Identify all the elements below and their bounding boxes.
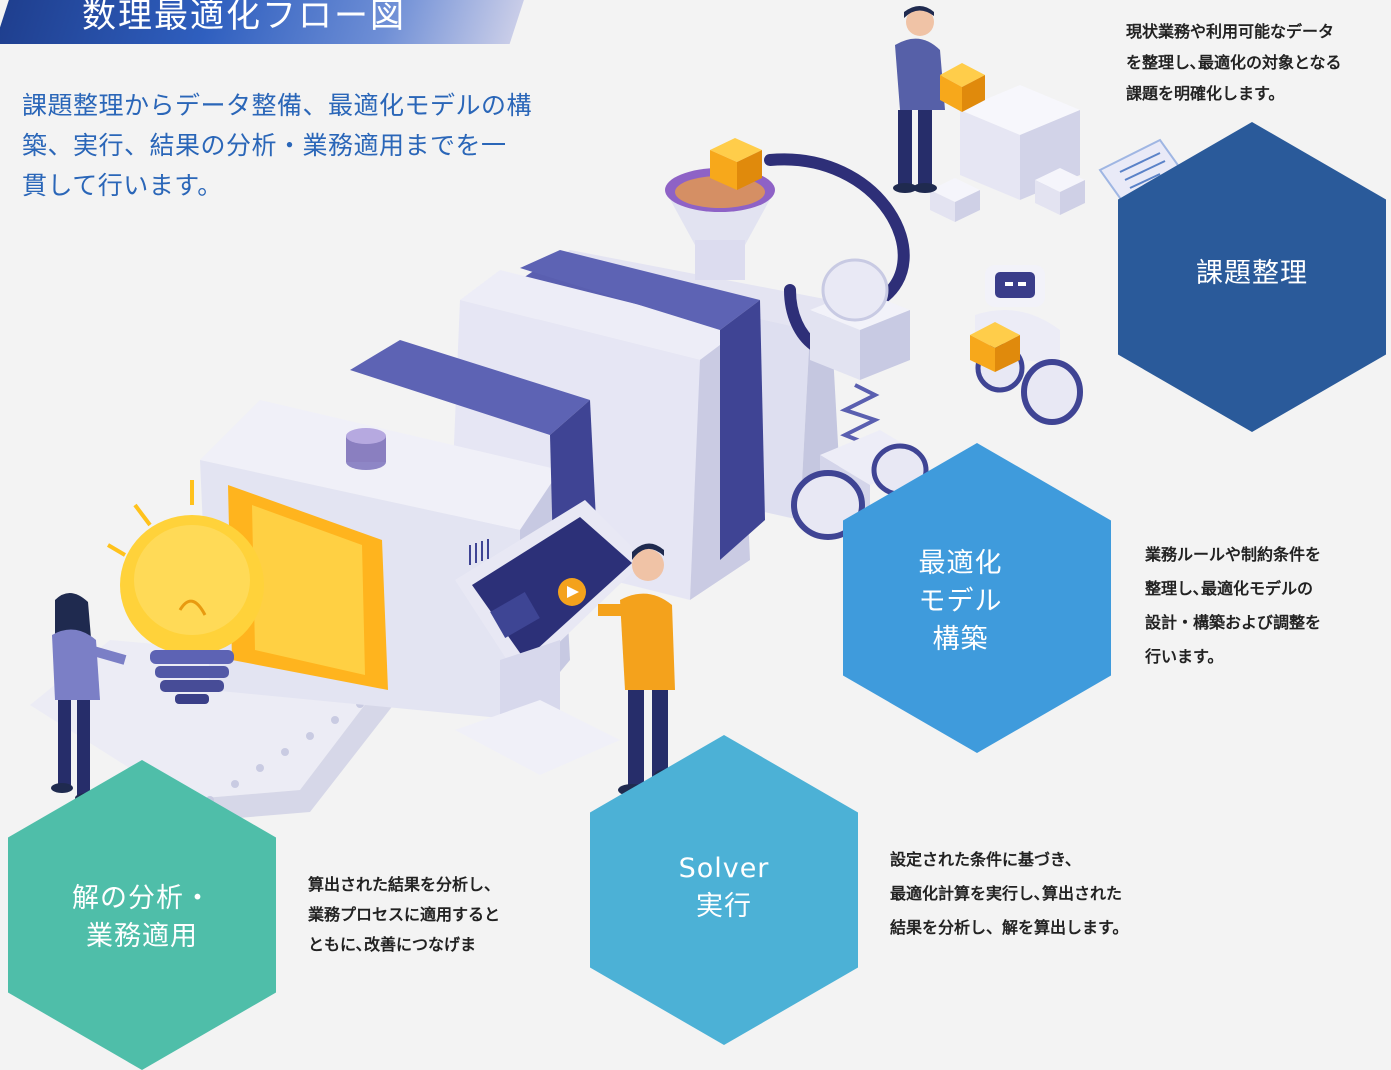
desc-line: 算出された結果を分析し、	[308, 875, 501, 894]
desc-line: 業務ルールや制約条件を	[1145, 545, 1322, 564]
step-desc-apply: 算出された結果を分析し、 業務プロセスに適用すると ともに､改善につなげま	[308, 870, 500, 960]
desc-line: 最適化計算を実行し､算出された	[890, 884, 1123, 903]
desc-line: 結果を分析し、解を算出します。	[890, 918, 1129, 937]
intro-text: 課題整理からデータ整備、最適化モデルの構 築、実行、結果の分析・業務適用までを一…	[22, 86, 552, 206]
cube-funnel	[710, 138, 762, 190]
robot-arm	[764, 153, 910, 306]
step-label-apply: 解の分析・ 業務適用	[8, 880, 276, 956]
box-stack	[930, 85, 1085, 222]
desc-line: 設定された条件に基づき、	[890, 850, 1081, 869]
step-desc-model: 業務ルールや制約条件を 整理し､最適化モデルの 設計・構築および調整を 行います…	[1145, 538, 1321, 674]
lightbulb-icon	[106, 480, 264, 704]
desc-line: 設計・構築および調整を	[1145, 613, 1322, 632]
desc-line: 行います。	[1145, 647, 1224, 666]
robot	[970, 265, 1083, 425]
spring-icon	[839, 383, 881, 447]
desc-line: 課題を明確化します。	[1126, 84, 1285, 103]
step-desc-solver: 設定された条件に基づき、 最適化計算を実行し､算出された 結果を分析し、解を算出…	[890, 843, 1128, 945]
gear-box	[810, 258, 910, 380]
step-label-line: 実行	[696, 891, 752, 922]
step-desc-issue: 現状業務や利用可能なデータ を整理し､最適化の対象となる 課題を明確化します。	[1126, 16, 1342, 109]
intro-line: 築、実行、結果の分析・業務適用までを一	[22, 131, 507, 160]
machine-segment-middle	[450, 250, 765, 600]
step-label-line: Solver	[678, 853, 770, 884]
desc-line: ともに､改善につなげま	[308, 935, 477, 954]
desc-line: 現状業務や利用可能なデータ	[1126, 22, 1335, 41]
person-planner	[893, 6, 985, 193]
desc-line: 整理し､最適化モデルの	[1145, 579, 1314, 598]
desc-line: 業務プロセスに適用すると	[308, 905, 501, 924]
step-label-model: 最適化 モデル 構築	[843, 545, 1078, 659]
beacon-light	[346, 428, 386, 470]
step-label-line: モデル	[918, 586, 1003, 617]
step-hexagon-solver	[590, 735, 858, 1045]
step-hexagon-apply	[8, 760, 276, 1070]
funnel	[665, 168, 775, 280]
step-label-line: 解の分析・	[72, 883, 212, 914]
page-title: 数理最適化フロー図	[82, 0, 406, 36]
step-label-line: 課題整理	[1196, 258, 1308, 289]
person-operator	[598, 543, 682, 796]
intro-line: 貫して行います。	[22, 171, 223, 200]
touch-kiosk	[455, 500, 645, 775]
step-label-issue: 課題整理	[1118, 255, 1386, 293]
step-label-line: 最適化	[918, 548, 1003, 579]
step-label-line: 業務適用	[86, 921, 198, 952]
intro-line: 課題整理からデータ整備、最適化モデルの構	[22, 91, 533, 120]
step-label-solver: Solver 実行	[590, 850, 858, 926]
desc-line: を整理し､最適化の対象となる	[1126, 53, 1342, 72]
step-label-line: 構築	[932, 624, 989, 655]
